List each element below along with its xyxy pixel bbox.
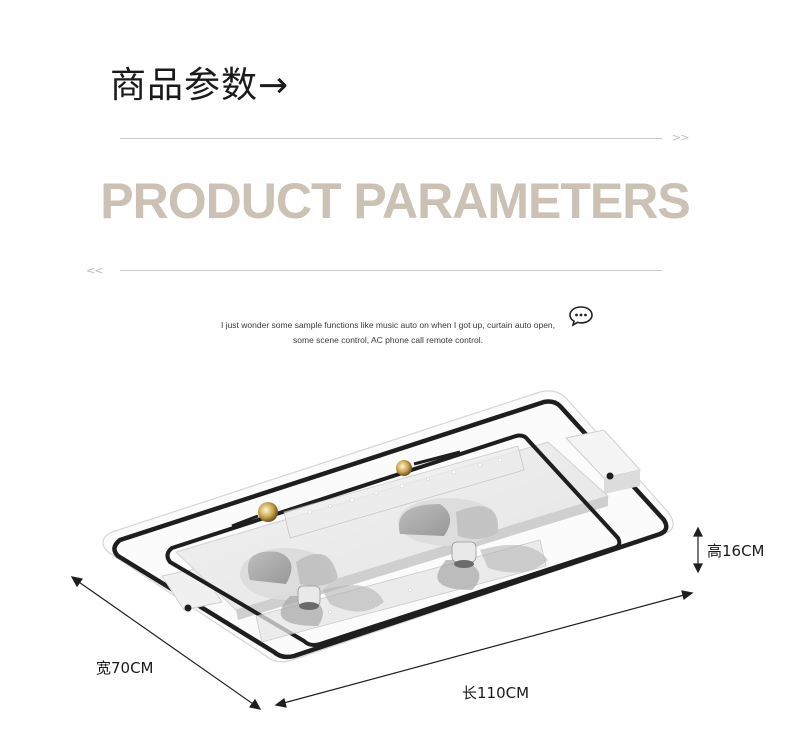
end-cap <box>606 472 614 480</box>
end-cap <box>184 604 192 612</box>
outer-black-ring <box>112 399 669 660</box>
dimension-width-line <box>70 576 262 710</box>
gold-ball-lamp-right <box>396 450 461 476</box>
fan-right <box>398 498 548 590</box>
dimension-width-label: 宽70CM <box>96 659 154 677</box>
gold-ball-lamp-left <box>231 502 278 528</box>
inner-black-ring <box>165 433 622 647</box>
description: I just wonder some sample functions like… <box>200 318 576 348</box>
dimension-height-label: 高16CM <box>707 542 765 560</box>
page-title-en: PRODUCT PARAMETERS <box>100 173 690 229</box>
chat-bubble-icon <box>569 306 593 327</box>
chevron-left-icon: << <box>86 264 103 277</box>
divider-top <box>120 138 662 139</box>
page-title-cn: 商品参数→ <box>110 65 290 106</box>
side-panel-right <box>565 429 641 494</box>
fan-left <box>240 548 384 626</box>
chevron-right-icon: >> <box>672 131 689 144</box>
description-line-1: I just wonder some sample functions like… <box>220 320 556 330</box>
description-line-2: some scene control, AC phone call remote… <box>293 335 483 345</box>
divider-bottom <box>120 270 662 271</box>
dimension-length-label: 长110CM <box>462 684 530 702</box>
dimension-height-line <box>693 526 703 574</box>
dimension-length-line <box>274 590 694 708</box>
